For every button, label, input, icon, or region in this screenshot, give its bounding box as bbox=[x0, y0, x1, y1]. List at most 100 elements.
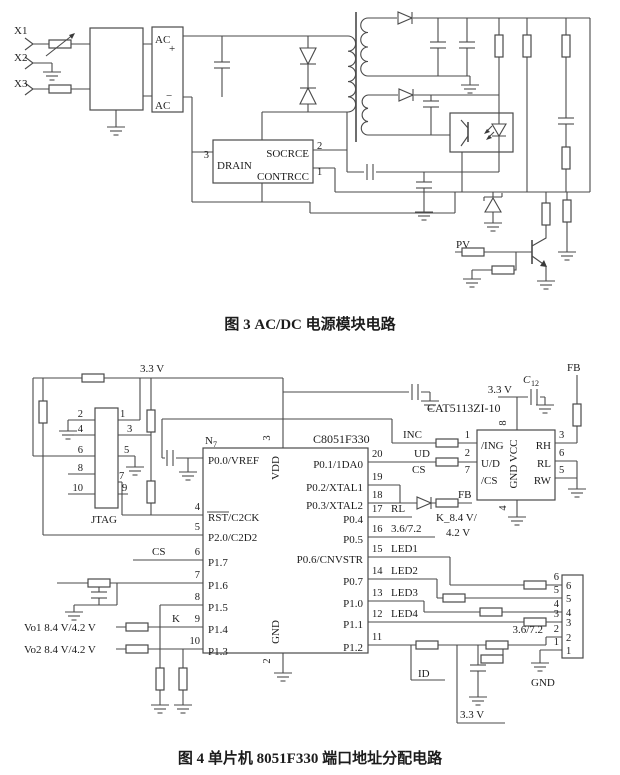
resistor bbox=[415, 640, 439, 650]
pot-part-number: CAT5113ZI-10 bbox=[427, 401, 501, 415]
conn-inner-5: 5 bbox=[566, 594, 571, 605]
ground-symbol bbox=[173, 699, 193, 714]
resistor bbox=[435, 498, 459, 508]
ground-symbol bbox=[125, 461, 145, 476]
resistor bbox=[146, 409, 156, 433]
resistor bbox=[541, 202, 551, 226]
resistor bbox=[48, 84, 72, 94]
net-led2: LED2 bbox=[391, 565, 418, 577]
mcu-pin17-num: 17 bbox=[372, 504, 383, 515]
ground-symbol bbox=[468, 691, 488, 706]
mcu-pin-p11: P1.1 bbox=[343, 619, 363, 631]
mcu-vdd-name: VDD bbox=[270, 456, 282, 480]
capacitor bbox=[422, 100, 440, 108]
rectifier-block bbox=[151, 26, 184, 113]
resistor bbox=[480, 654, 504, 664]
net-rl: RL bbox=[391, 503, 405, 515]
rectifier-diode bbox=[397, 11, 413, 25]
mcu-pin11-num: 11 bbox=[372, 632, 382, 643]
mcu-pin-rst: RST/C2CK bbox=[208, 512, 259, 524]
net-led4: LED4 bbox=[391, 608, 418, 620]
resistor bbox=[561, 146, 571, 170]
mcu-gnd-pin: 2 bbox=[262, 658, 273, 663]
mcu-part-number: C8051F330 bbox=[313, 432, 370, 446]
net-range: 3.6/7.2 bbox=[391, 523, 422, 535]
pot-pin4-num: 4 bbox=[498, 505, 509, 511]
output-connector bbox=[561, 574, 584, 659]
ctl-pin2: 2 bbox=[317, 141, 322, 152]
net-k: K bbox=[172, 613, 180, 625]
resistor bbox=[561, 34, 571, 58]
pot-supply: 3.3 V bbox=[488, 384, 512, 396]
net-fb-mid: FB bbox=[458, 489, 471, 501]
figure3-acdc-power-circuit: X1 X2 X3 AC + − AC 3 SOCRCE DRAIN CONTRC… bbox=[14, 11, 591, 290]
mcu-pin-p12: P1.2 bbox=[343, 642, 363, 654]
resistor bbox=[494, 34, 504, 58]
figure4-caption: 图 4 单片机 8051F330 端口地址分配电路 bbox=[178, 749, 443, 767]
mcu-pin19-num: 19 bbox=[372, 472, 383, 483]
ground-symbol bbox=[178, 466, 198, 481]
label-x2: X2 bbox=[14, 52, 27, 64]
k-diode bbox=[416, 496, 432, 510]
jtag-pin9: 9 bbox=[122, 483, 127, 494]
mcu-pin-p03: P0.3/XTAL2 bbox=[306, 500, 363, 512]
mcu-pin9-num: 9 bbox=[195, 614, 200, 625]
resistor bbox=[178, 667, 188, 691]
label-ac-plus: AC bbox=[155, 34, 170, 46]
ground-symbol bbox=[273, 667, 293, 682]
mcu-pin-p13: P1.3 bbox=[208, 646, 228, 658]
capacitor bbox=[166, 449, 174, 467]
pot-pin-rh: RH bbox=[536, 440, 551, 452]
mcu-pin-p10: P1.0 bbox=[343, 598, 363, 610]
conn-inner-6: 6 bbox=[566, 581, 571, 592]
mcu-chip bbox=[202, 447, 369, 654]
resistor bbox=[523, 580, 547, 590]
capacitor bbox=[557, 117, 575, 125]
ctl-control: CONTRCC bbox=[257, 171, 309, 183]
ground-symbol bbox=[557, 246, 577, 261]
ground-symbol bbox=[483, 217, 503, 232]
label-ac-minus: AC bbox=[155, 100, 170, 112]
label-pv: PV bbox=[456, 239, 470, 251]
varistor bbox=[45, 33, 75, 57]
capacitor bbox=[366, 163, 374, 181]
resistor bbox=[87, 578, 111, 588]
pot-gnd-vcc: GND VCC bbox=[508, 439, 520, 488]
ctl-drain: DRAIN bbox=[217, 160, 252, 172]
pot-pin6-num: 6 bbox=[559, 448, 564, 459]
jtag-pin10: 10 bbox=[73, 483, 84, 494]
jtag-connector bbox=[94, 407, 119, 509]
resistor bbox=[572, 403, 582, 427]
jtag-pin1: 1 bbox=[120, 409, 125, 420]
mcu-gnd-name: GND bbox=[270, 620, 282, 644]
ground-symbol bbox=[106, 121, 126, 136]
resistor bbox=[562, 199, 572, 223]
capacitor bbox=[415, 181, 433, 189]
ctl-pin3: 3 bbox=[204, 150, 209, 161]
capacitor bbox=[411, 383, 419, 401]
ctl-source: SOCRCE bbox=[266, 148, 309, 160]
mcu-pin8-num: 8 bbox=[195, 592, 200, 603]
net-fb-top: FB bbox=[567, 362, 580, 374]
ground-symbol bbox=[536, 275, 556, 290]
mcu-pin-p06: P0.6/CNVSTR bbox=[297, 554, 364, 566]
rectifier-diode bbox=[398, 88, 414, 102]
resistor bbox=[125, 644, 149, 654]
jtag-pin3: 3 bbox=[127, 424, 132, 435]
mcu-pin20-num: 20 bbox=[372, 449, 383, 460]
fig3-wires bbox=[33, 17, 591, 276]
mcu-pin14-num: 14 bbox=[372, 566, 383, 577]
label-vo1: Vo1 8.4 V/4.2 V bbox=[24, 622, 96, 634]
capacitor bbox=[429, 41, 447, 49]
resistor bbox=[125, 622, 149, 632]
mcu-pin-p05: P0.5 bbox=[343, 534, 363, 546]
conn-inner-2: 2 bbox=[566, 633, 571, 644]
mcu-pin-p00: P0.0/VREF bbox=[208, 455, 259, 467]
capacitor-c12 bbox=[530, 388, 538, 406]
conn-inner-3: 3 bbox=[566, 618, 571, 629]
rail-3v3-label: 3.3 V bbox=[140, 363, 164, 375]
jtag-pin4: 4 bbox=[78, 424, 84, 435]
cap-c12-label: C bbox=[523, 374, 531, 386]
x1-connector bbox=[24, 37, 34, 51]
